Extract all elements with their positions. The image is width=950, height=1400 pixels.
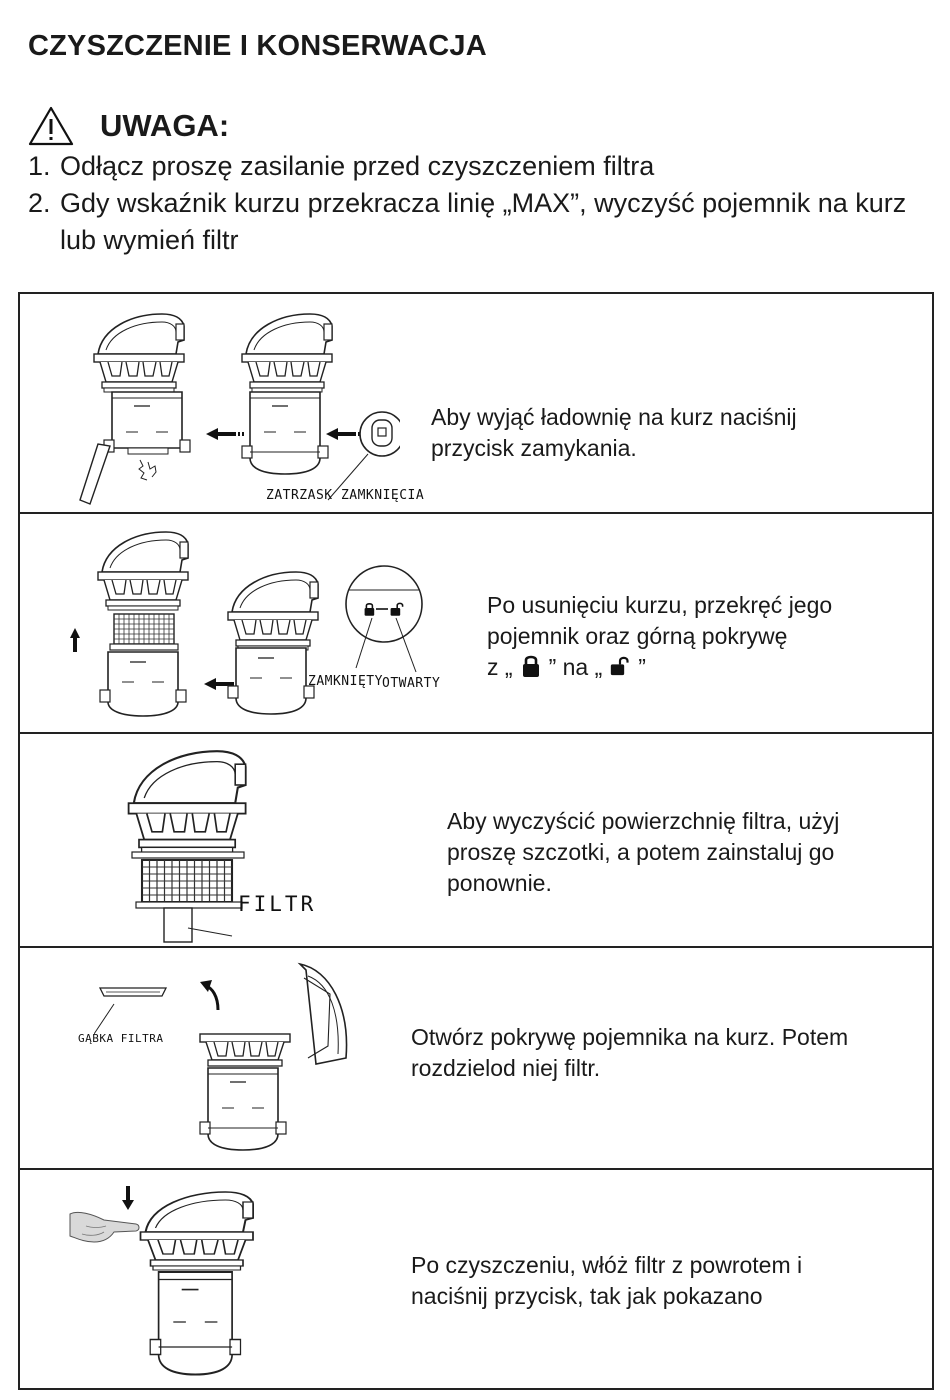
note-number: 1.	[28, 151, 51, 181]
closed-caption: ZAMKNIĘTY	[308, 674, 383, 689]
warning-triangle-icon	[28, 106, 74, 146]
step-1-illustration	[79, 313, 400, 505]
warning-header: UWAGA:	[28, 104, 229, 148]
note-item: 1. Odłącz proszę zasilanie przed czyszcz…	[28, 148, 928, 185]
step-panel-4: GĄBKA FILTRA Otwórz pokrywę pojemnika na…	[18, 946, 934, 1170]
lock-closed-icon	[521, 655, 540, 678]
step-2-text-main: Po usunięciu kurzu, przekręć jego pojemn…	[487, 592, 833, 649]
step-3-illustration	[127, 750, 247, 943]
step-4-text: Otwórz pokrywę pojemnika na kurz. Potem …	[411, 1024, 849, 1081]
step-1-text: Aby wyjąć ładownię na kurz naciśnij przy…	[431, 404, 797, 461]
step-panel-1: ZATRZASK ZAMKNIĘCIA Aby wyjąć ładownię n…	[18, 292, 934, 514]
filter-caption: FILTR	[238, 892, 317, 916]
note-number: 2.	[28, 188, 51, 218]
step-4-illustration	[94, 962, 348, 1151]
sponge-caption: GĄBKA FILTRA	[78, 1032, 164, 1045]
note-item: 2. Gdy wskaźnik kurzu przekracza linię „…	[28, 185, 928, 259]
step-panel-3: FILTR Aby wyczyścić powierzchnię filtra,…	[18, 732, 934, 948]
step-5-text: Po czyszczeniu, włóż filtr z powrotem i …	[411, 1252, 803, 1309]
step-5-illustration	[69, 1186, 254, 1376]
step-panel-5: Po czyszczeniu, włóż filtr z powrotem i …	[18, 1168, 934, 1390]
step-2-text-end: ”	[638, 654, 646, 680]
step-2-illustration	[70, 531, 423, 717]
latch-caption: ZATRZASK ZAMKNIĘCIA	[266, 488, 425, 503]
note-text: Gdy wskaźnik kurzu przekracza linię „MAX…	[60, 188, 907, 255]
step-2-text: Po usunięciu kurzu, przekręć jego pojemn…	[487, 590, 907, 683]
note-text: Odłącz proszę zasilanie przed czyszczeni…	[60, 151, 655, 181]
lock-open-icon	[610, 656, 629, 677]
step-panel-2: ZAMKNIĘTY OTWARTY Po usunięciu kurzu, pr…	[18, 512, 934, 734]
warning-title: UWAGA:	[100, 108, 230, 143]
page-title: CZYSZCZENIE I KONSERWACJA	[28, 30, 487, 62]
step-2-text-mid: ” na „	[548, 654, 603, 680]
open-caption: OTWARTY	[382, 676, 441, 691]
step-3-text: Aby wyczyścić powierzchnię filtra, użyj …	[447, 808, 840, 896]
warning-notes: 1. Odłącz proszę zasilanie przed czyszcz…	[28, 148, 928, 259]
step-2-text-from: z „	[487, 654, 513, 680]
